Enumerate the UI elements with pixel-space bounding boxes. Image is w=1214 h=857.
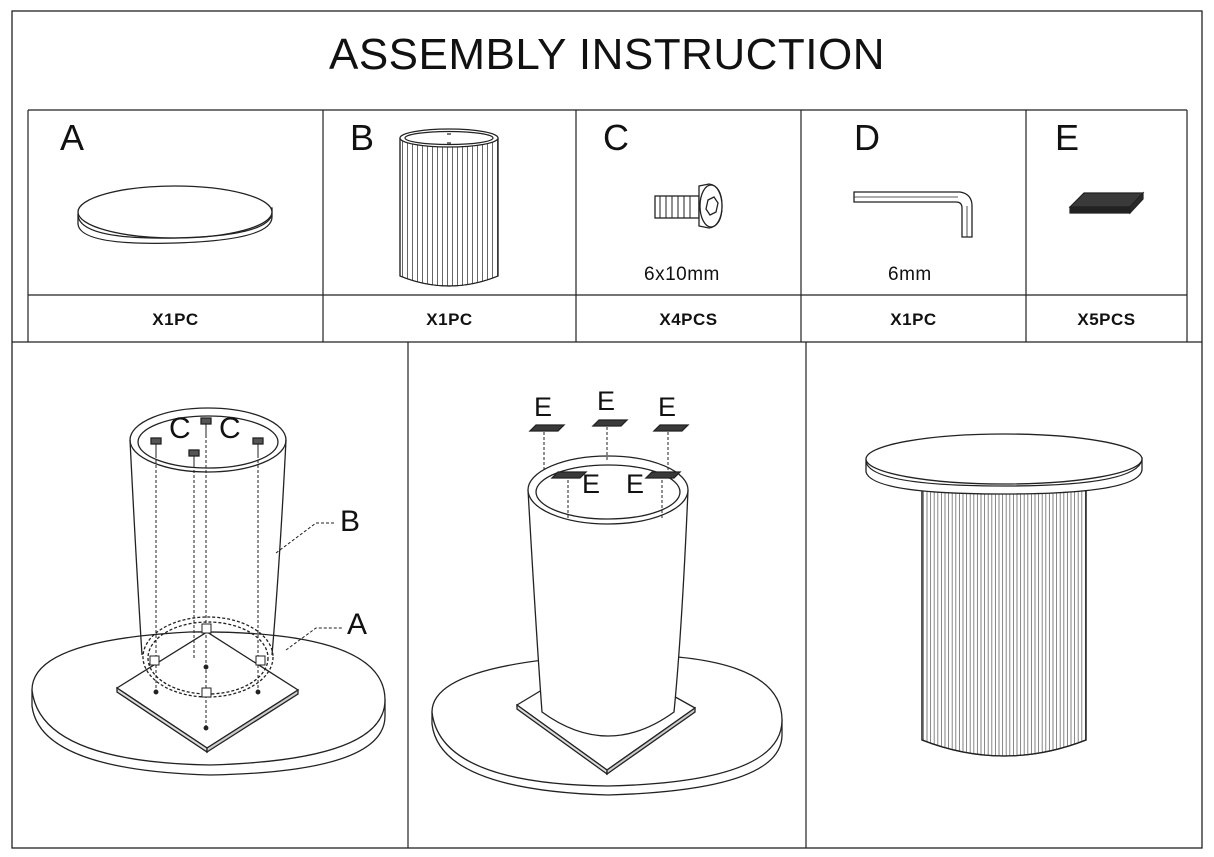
step1-drawing — [31, 407, 386, 776]
step2-label-e-3: E — [658, 392, 677, 422]
part-a-quantity: X1PC — [152, 310, 199, 329]
page-title: ASSEMBLY INSTRUCTION — [328, 30, 886, 79]
part-a-tabletop-drawing — [77, 185, 273, 244]
part-d-allen-key-drawing — [853, 191, 973, 238]
step2-label-e-4: E — [582, 469, 601, 499]
step1-label-a: A — [347, 608, 368, 641]
step1-label-c-right: C — [219, 412, 241, 445]
part-a-label: A — [60, 117, 85, 158]
part-d-label: D — [854, 117, 880, 158]
outer-frame — [11, 10, 1203, 849]
part-e-quantity: X5PCS — [1077, 310, 1136, 329]
step2-drawing — [431, 419, 783, 796]
part-b-cylinder-drawing — [399, 128, 499, 287]
part-d-quantity: X1PC — [890, 310, 937, 329]
step1-label-c-left: C — [169, 412, 191, 445]
part-d-spec: 6mm — [888, 264, 932, 285]
part-e-pad-drawing — [1068, 191, 1145, 215]
parts-table — [12, 109, 1202, 848]
step3-finished-table-drawing — [865, 433, 1143, 757]
part-b-quantity: X1PC — [426, 310, 473, 329]
part-e-label: E — [1055, 117, 1080, 158]
step2-label-e-2: E — [597, 386, 616, 416]
part-c-quantity: X4PCS — [659, 310, 718, 329]
step2-label-e-5: E — [626, 469, 645, 499]
part-c-screw-drawing — [654, 183, 723, 229]
step1-label-b: B — [340, 505, 361, 538]
part-c-label: C — [603, 117, 629, 158]
part-c-spec: 6x10mm — [644, 264, 720, 285]
step2-label-e-1: E — [534, 392, 553, 422]
part-b-label: B — [350, 117, 375, 158]
